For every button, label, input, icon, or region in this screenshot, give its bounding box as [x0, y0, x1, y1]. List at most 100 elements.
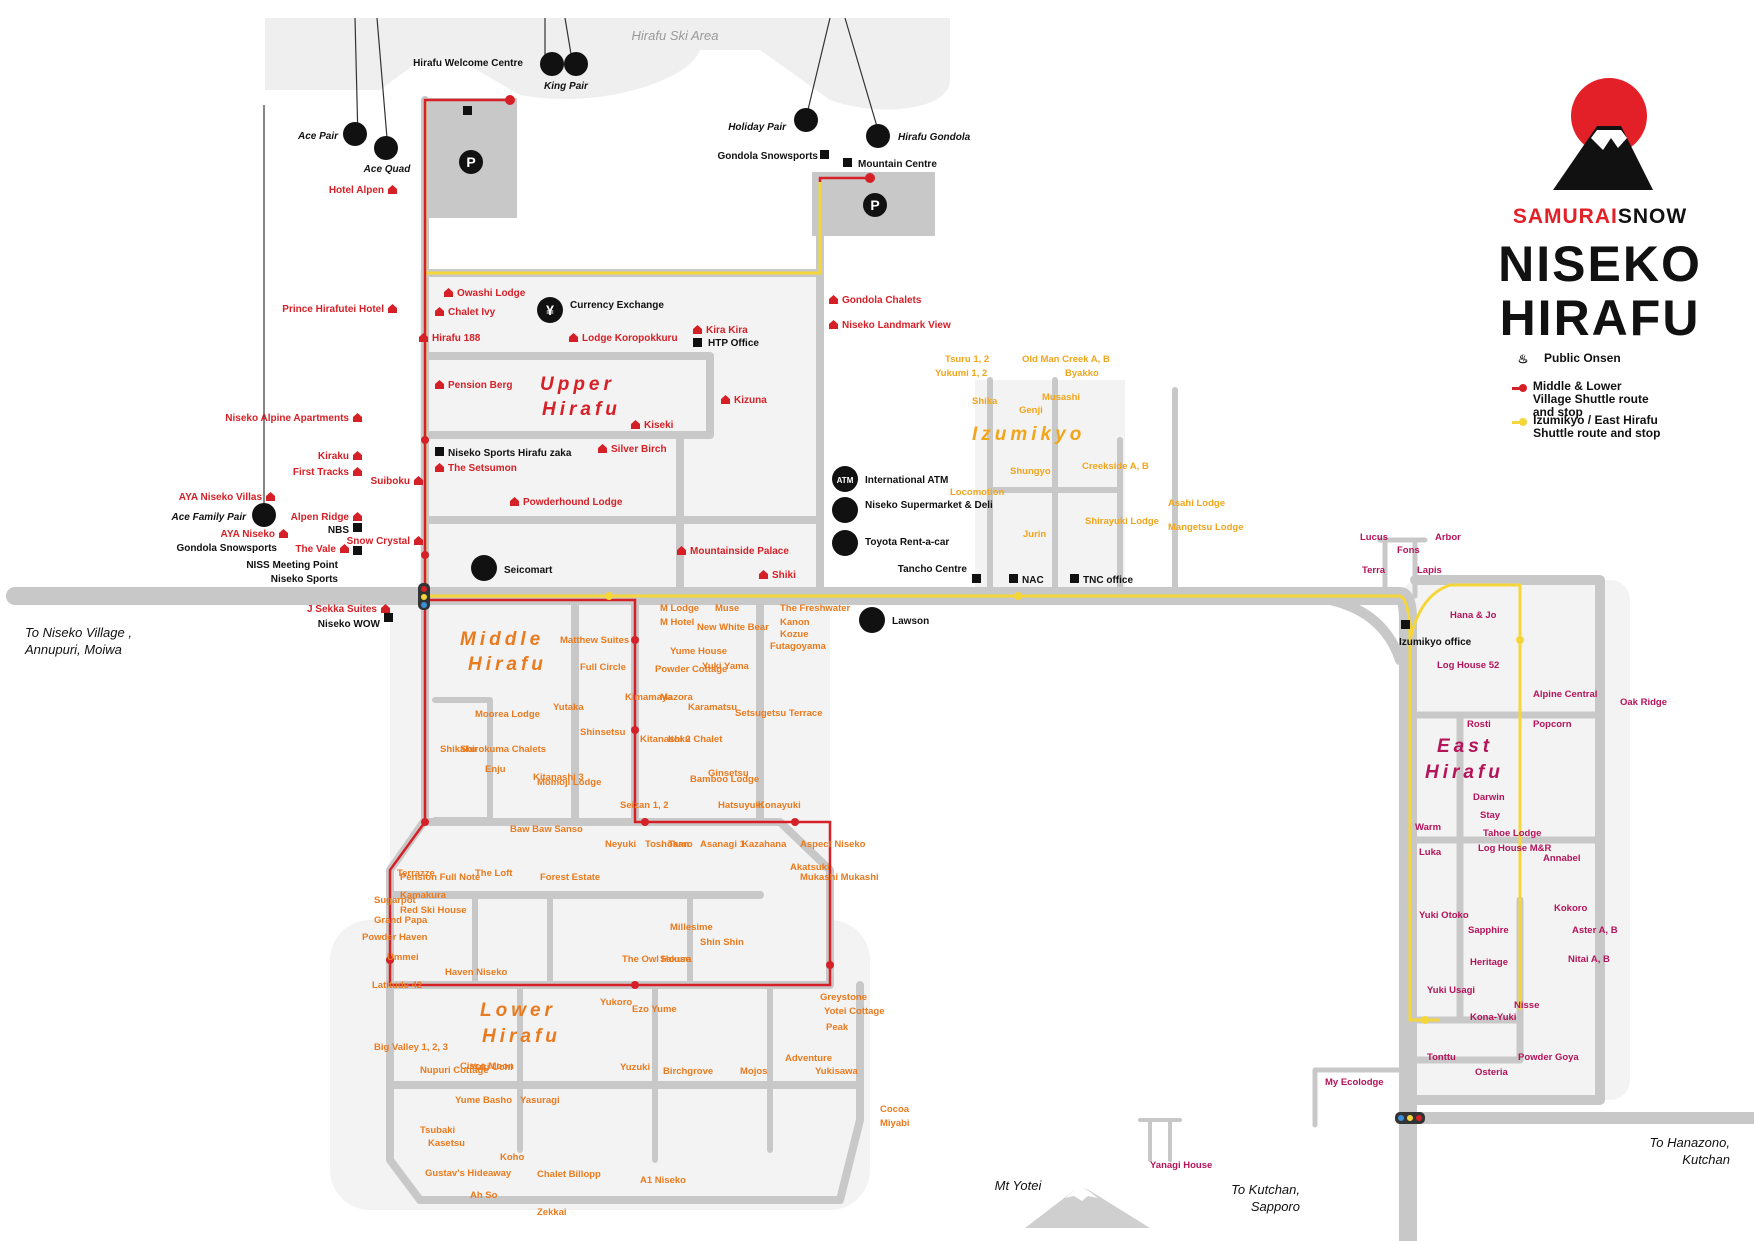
legend-red-label: Middle & Lower Village Shuttle route and…: [1532, 379, 1649, 419]
place-east-hirafu: Terra: [1362, 565, 1386, 576]
place-izumikyo: Locomotion: [950, 487, 1005, 498]
place-upper: J Sekka Suites: [307, 604, 377, 615]
place-upper: Hirafu 188: [432, 333, 481, 344]
place-middle-lower: Karamatsu: [688, 702, 737, 713]
place-middle-lower: Tsubaki: [420, 1125, 455, 1136]
supermarket-icon: [832, 497, 858, 523]
service-label: Gondola Snowsports: [717, 151, 818, 162]
lower-hirafu-block: [330, 920, 870, 1210]
place-middle-lower: Adventure: [785, 1053, 832, 1064]
accommodation-icon: [414, 536, 423, 545]
place-upper: AYA Niseko: [221, 529, 275, 540]
service-label: Niseko WOW: [318, 619, 381, 630]
place-east-hirafu: Powder Goya: [1518, 1052, 1579, 1063]
red-shuttle-route: [388, 98, 870, 987]
mt-yotei-icon: [1025, 1188, 1150, 1228]
service-label: Niseko Sports: [271, 574, 339, 585]
onsen-icon: ♨: [1517, 352, 1529, 366]
place-middle-lower: Ginsetsu: [708, 768, 749, 779]
place-izumikyo: Jurin: [1023, 529, 1046, 540]
place-east-hirafu: Warm: [1415, 822, 1441, 833]
place-middle-lower: Yukoro: [600, 997, 632, 1008]
brand-part1: SAMURAI: [1512, 205, 1618, 228]
place-east-hirafu: Luka: [1419, 847, 1442, 858]
service-label: TNC office: [1083, 575, 1133, 586]
direction-niseko-village: Annupuri, Moiwa: [24, 642, 122, 657]
place-middle-lower: Muse: [715, 603, 739, 614]
place-upper: Pension Berg: [448, 380, 512, 391]
place-east-hirafu: Sapphire: [1468, 925, 1509, 936]
brand-panel: SAMURAISNOW NISEKO HIRAFU: [1490, 78, 1710, 345]
place-upper: AYA Niseko Villas: [179, 492, 263, 503]
place-east-hirafu: Tahoe Lodge: [1483, 828, 1541, 839]
place-middle-lower: Yuki Yama: [702, 661, 750, 672]
place-middle-lower: Powder Cottage: [655, 664, 727, 675]
title-line1: NISEKO: [1498, 236, 1702, 292]
place-izumikyo: Shika: [972, 396, 998, 407]
place-middle-lower: M Hotel: [660, 617, 694, 628]
place-east-hirafu: Nitai A, B: [1568, 954, 1610, 965]
area-label-middle: Hirafu: [468, 654, 547, 675]
service-label: NISS Meeting Point: [246, 560, 338, 571]
route-stops: [386, 95, 1524, 1024]
place-middle-lower: The Owl House: [622, 954, 691, 965]
place-upper: Lodge Koropokkuru: [582, 333, 678, 344]
atm-icon: [832, 466, 858, 492]
legend-red-route: Middle & Lower Village Shuttle route and…: [1512, 380, 1662, 419]
service-label: Gondola Snowsports: [176, 543, 277, 554]
accommodation-icon: [569, 333, 578, 342]
place-middle-lower: Yuki Uchi: [470, 1062, 513, 1073]
lift-label: King Pair: [544, 81, 589, 92]
accommodation-icon: [759, 570, 768, 579]
place-middle-lower: Toshokan: [645, 839, 689, 850]
place-middle-lower: Tamo: [668, 839, 693, 850]
accommodation-icon: [266, 492, 275, 501]
place-middle-lower: Mojos: [740, 1066, 767, 1077]
upper-hirafu-block: [420, 270, 820, 590]
place-middle-lower: Aspect Niseko: [800, 839, 866, 850]
place-middle-lower: Powder Haven: [362, 932, 428, 943]
place-upper: Niseko Landmark View: [842, 320, 951, 331]
parking-icon: [459, 150, 483, 174]
service-label: Hirafu Welcome Centre: [413, 58, 523, 69]
place-middle-lower: Neyuki: [605, 839, 636, 850]
direction-kutchan: To Kutchan,: [1231, 1182, 1300, 1197]
accommodation-icon: [353, 413, 362, 422]
place-upper: Mountainside Palace: [690, 546, 789, 557]
place-middle-lower: Miyabi: [880, 1118, 910, 1129]
service-label: Lawson: [892, 616, 929, 627]
title-line2: HIRAFU: [1499, 290, 1701, 346]
izumikyo-block: [975, 380, 1125, 590]
lift-icons: [252, 52, 890, 527]
place-east-hirafu: Yuki Otoko: [1419, 910, 1469, 921]
place-upper: Snow Crystal: [347, 536, 411, 547]
place-middle-lower: Gustav's Hideaway: [425, 1168, 512, 1179]
place-middle-lower: Cocoa: [880, 1104, 910, 1115]
area-label-middle: Middle: [460, 629, 544, 650]
accommodation-icon: [388, 185, 397, 194]
service-label: Niseko Supermarket & Deli: [865, 500, 993, 511]
place-middle-lower: Setsugetsu Terrace: [735, 708, 822, 719]
place-east-hirafu: Log House M&R: [1478, 843, 1551, 854]
direction-hanazono: To Hanazono,: [1650, 1135, 1730, 1150]
place-upper: The Vale: [295, 544, 336, 555]
place-izumikyo: Byakko: [1065, 368, 1099, 379]
accommodation-icon: [721, 395, 730, 404]
place-middle-lower: Enju: [485, 764, 506, 775]
yellow-shuttle-route: [423, 100, 1522, 1022]
area-label-izumikyo: Izumikyo: [972, 424, 1085, 445]
place-middle-lower: New White Bear: [697, 622, 769, 633]
place-upper: Kiseki: [644, 420, 674, 431]
place-middle-lower: Terrazze: [397, 868, 435, 879]
lift-label: Holiday Pair: [728, 122, 787, 133]
place-middle-lower: The Loft: [475, 868, 513, 879]
place-east-hirafu: Oak Ridge: [1620, 697, 1667, 708]
place-upper: Prince Hirafutei Hotel: [282, 304, 384, 315]
lift-label: Ace Pair: [297, 131, 339, 142]
accommodation-icon: [414, 476, 423, 485]
area-label-lower: Hirafu: [482, 1026, 561, 1047]
ski-area-label: Hirafu Ski Area: [632, 28, 719, 43]
place-middle-lower: Futagoyama: [770, 641, 827, 652]
place-upper: Niseko Alpine Apartments: [225, 413, 349, 424]
place-middle-lower: Itoku Chalet: [668, 734, 723, 745]
